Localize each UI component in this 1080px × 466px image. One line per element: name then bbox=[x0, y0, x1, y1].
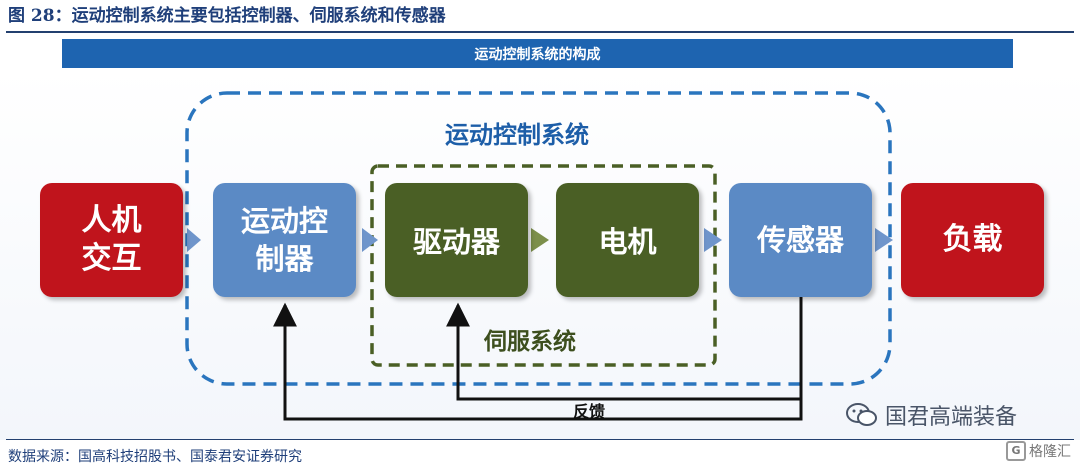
driver-box: 驱动器 bbox=[385, 183, 528, 297]
corner-watermark: G 格隆汇 bbox=[1006, 441, 1071, 461]
load-box: 负载 bbox=[901, 183, 1044, 297]
watermark: 国君高端装备 bbox=[845, 399, 1017, 431]
controller-label-line2: 制器 bbox=[255, 242, 314, 276]
gelonghui-logo-icon: G bbox=[1006, 441, 1026, 461]
hmi-box: 人机 交互 bbox=[40, 183, 183, 297]
watermark-text: 国君高端装备 bbox=[885, 405, 1018, 430]
flow-arrow-motor-sensor bbox=[704, 228, 722, 252]
feedback-label: 反馈 bbox=[573, 402, 606, 421]
motion-control-system-label: 运动控制系统 bbox=[445, 121, 589, 149]
servo-system-boundary bbox=[370, 164, 717, 367]
feedback-line-driver bbox=[446, 302, 801, 401]
wechat-icon bbox=[846, 403, 877, 426]
sensor-box: 传感器 bbox=[729, 183, 872, 297]
servo-system-label: 伺服系统 bbox=[484, 329, 576, 355]
motor-box: 电机 bbox=[556, 183, 699, 297]
hmi-label-line1: 人机 bbox=[81, 203, 142, 238]
motor-label: 电机 bbox=[598, 225, 657, 259]
flow-arrow-driver-motor bbox=[531, 228, 549, 252]
flow-arrow-controller-driver bbox=[362, 228, 378, 252]
motion-controller-box: 运动控 制器 bbox=[213, 183, 356, 297]
corner-watermark-text: 格隆汇 bbox=[1029, 444, 1071, 460]
diagram-banner: 运动控制系统的构成 bbox=[62, 39, 1013, 68]
flow-arrow-sensor-load bbox=[875, 228, 893, 252]
hmi-label-line2: 交互 bbox=[81, 241, 142, 276]
feedback-line-controller bbox=[273, 297, 803, 421]
top-rule bbox=[6, 31, 1074, 33]
driver-label: 驱动器 bbox=[412, 225, 500, 259]
sensor-label: 传感器 bbox=[756, 223, 844, 257]
load-label: 负载 bbox=[942, 222, 1003, 257]
flow-arrow-hmi-controller bbox=[187, 228, 201, 252]
bottom-rule bbox=[6, 439, 1074, 440]
figure-title: 图 28：运动控制系统主要包括控制器、伺服系统和传感器 bbox=[8, 6, 446, 26]
source-note: 数据来源：国高科技招股书、国泰君安证券研究 bbox=[8, 449, 302, 465]
controller-label-line1: 运动控 bbox=[240, 204, 328, 238]
